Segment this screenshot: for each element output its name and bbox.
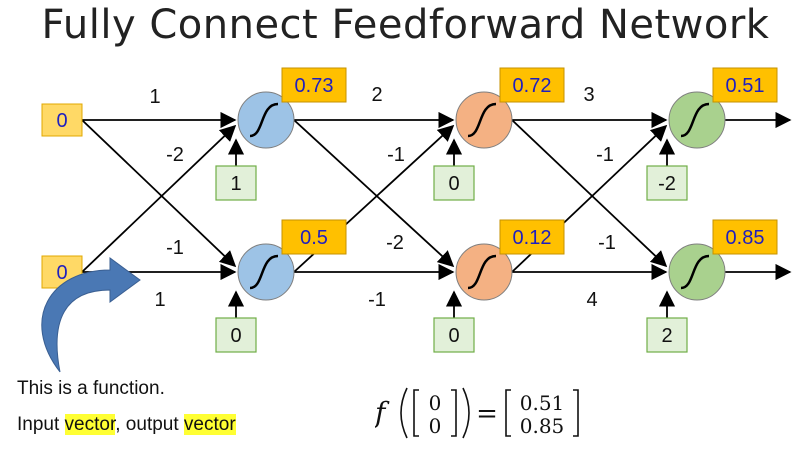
sigmoid-icon [249, 102, 279, 138]
input-box [41, 103, 83, 137]
weight-label: 4 [586, 289, 597, 311]
activation-value: 0.12 [513, 227, 552, 249]
bias-box [646, 165, 688, 201]
formula-input-1: 0 [429, 391, 442, 415]
caption-text: , output [115, 414, 184, 435]
neuron [455, 243, 513, 301]
bias-box [433, 317, 475, 353]
weight-label: -2 [166, 144, 184, 166]
formula-output-1: 0.51 [520, 391, 565, 415]
curved-pointer-arrow [41, 257, 141, 373]
weight-edge [293, 119, 455, 268]
highlight-vector: vector [64, 414, 116, 435]
activation-box [712, 67, 778, 103]
caption-text: Input [17, 414, 65, 435]
weight-label: -1 [166, 237, 184, 259]
page-title: Fully Connect Feedforward Network [41, 2, 770, 48]
sigmoid-icon [467, 254, 497, 290]
activation-value: 0.51 [726, 75, 765, 97]
neuron [237, 243, 295, 301]
bias-box [215, 165, 257, 201]
input-value: 0 [56, 262, 67, 284]
weight-edge [511, 119, 668, 268]
sigmoid-icon [680, 254, 710, 290]
weight-label: -1 [387, 144, 405, 166]
nodes: 0 0 1 0.73 0 0.5 0 0.72 0 0.12 -2 0.51 2 0.85 [41, 67, 778, 353]
activation-box [499, 219, 565, 255]
bias-value: 0 [448, 173, 459, 195]
weight-label: 1 [149, 86, 160, 108]
bias-box [646, 317, 688, 353]
function-formula: f 0 0 = 0.51 0.85 [375, 387, 579, 439]
weight-label: -1 [598, 232, 616, 254]
neuron [455, 91, 513, 149]
bias-box [215, 317, 257, 353]
activation-value: 0.5 [300, 227, 328, 249]
bias-box [433, 165, 475, 201]
activation-value: 0.72 [513, 75, 552, 97]
activation-box [499, 67, 565, 103]
neuron [237, 91, 295, 149]
weight-edge [81, 124, 237, 273]
caption-line-2: Input vector, output vector [17, 414, 236, 436]
weight-label: -2 [386, 232, 404, 254]
weight-label: 3 [583, 84, 594, 106]
neuron [668, 91, 726, 149]
bias-value: 0 [448, 325, 459, 347]
sigmoid-icon [249, 254, 279, 290]
sigmoid-icon [467, 102, 497, 138]
labels: 1 -2 -1 1 2 -1 -2 -1 3 -1 -1 4 [149, 84, 615, 311]
activation-box [281, 219, 347, 255]
formula-f: f [375, 396, 390, 429]
formula-input-2: 0 [429, 414, 442, 438]
neuron [668, 243, 726, 301]
bias-value: 1 [230, 173, 241, 195]
activation-box [712, 219, 778, 255]
weight-label: -1 [596, 144, 614, 166]
sigmoid-icon [680, 102, 710, 138]
highlight-vector: vector [183, 414, 236, 435]
activation-value: 0.73 [295, 75, 334, 97]
activation-box [281, 67, 347, 103]
weight-edge [81, 119, 237, 268]
bias-value: 2 [661, 325, 672, 347]
activation-value: 0.85 [726, 227, 765, 249]
bias-value: 0 [230, 325, 241, 347]
bias-value: -2 [658, 173, 676, 195]
formula-equals: = [476, 399, 498, 429]
weight-label: 2 [371, 84, 382, 106]
weight-label: 1 [154, 289, 165, 311]
input-value: 0 [56, 110, 67, 132]
weight-label: -1 [368, 289, 386, 311]
formula-output-2: 0.85 [520, 414, 565, 438]
caption-line-1: This is a function. [17, 378, 165, 399]
